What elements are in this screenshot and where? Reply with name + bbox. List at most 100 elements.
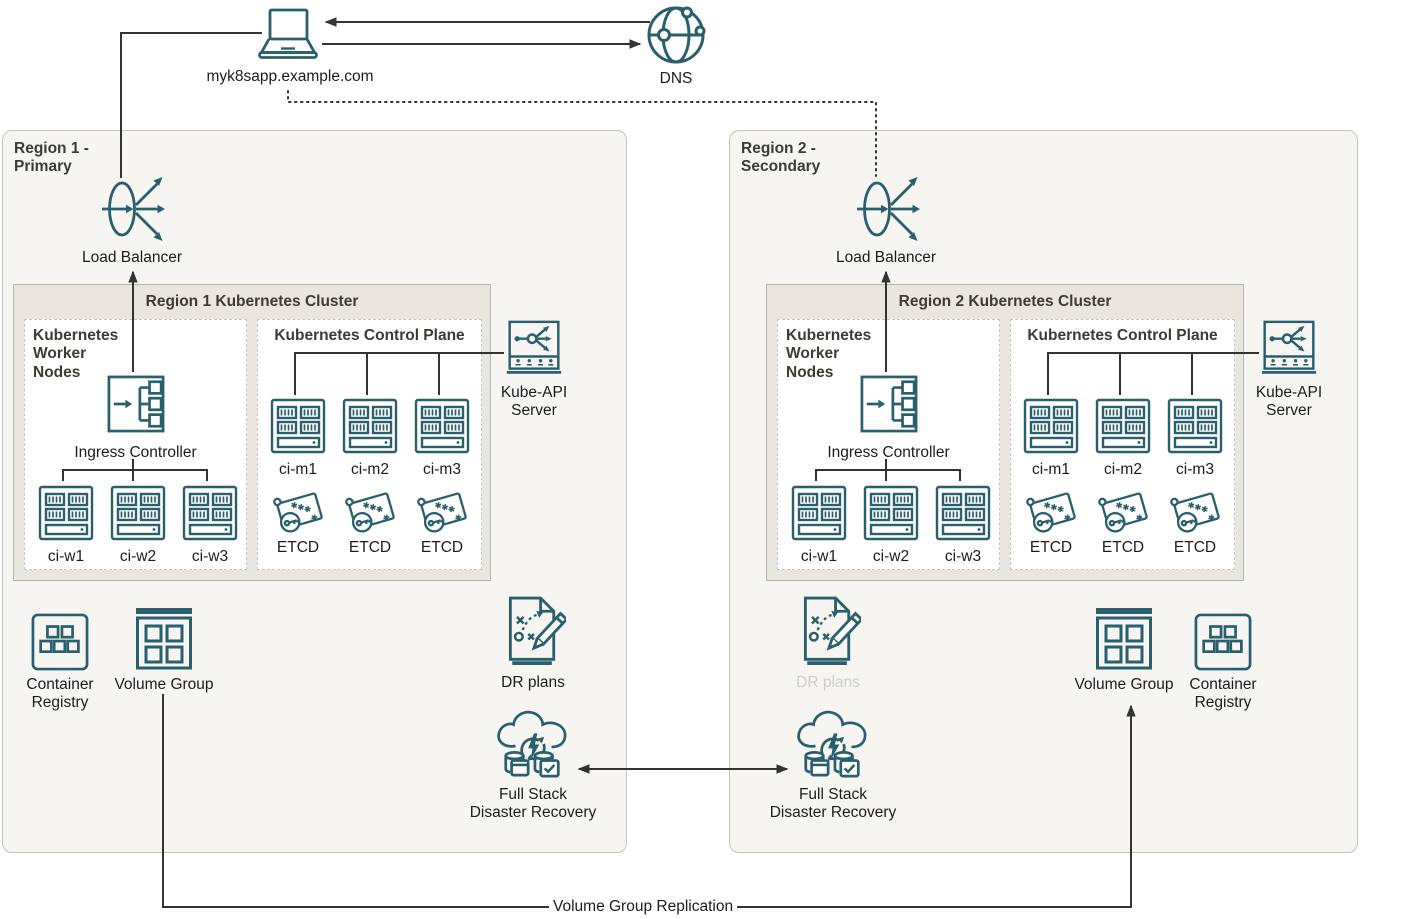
etcd-key-tag-icon: [1024, 486, 1078, 536]
worker-title-l2: Worker: [33, 345, 87, 363]
full-stack-dr-label: Full Stack Disaster Recovery: [770, 786, 897, 823]
server-icon: [38, 485, 94, 541]
etcd-key-tag-icon: [1096, 486, 1150, 536]
kube-api-server-label: Kube-API Server: [1256, 384, 1322, 421]
server-icon: [414, 398, 470, 454]
region-1-title-line1: Region 1 -: [14, 140, 89, 157]
worker-node: ci-w1: [36, 485, 96, 566]
container-registry-label: Container Registry: [26, 676, 93, 713]
dr-plans-label: DR plans: [501, 674, 565, 691]
container-registry-label: Container Registry: [1189, 676, 1256, 713]
load-balancer-icon: [100, 169, 180, 249]
dr-plans: DR plans: [458, 595, 608, 692]
kube-api-label-l1: Kube-API: [1255, 384, 1323, 401]
volume-group-label: Volume Group: [1074, 676, 1174, 693]
worker-title-l1: Kubernetes: [33, 327, 119, 344]
kube-api-label-l2: Server: [511, 402, 557, 420]
etcd-label: ETCD: [1173, 539, 1217, 557]
dr-plans-icon: [500, 595, 566, 669]
server-icon: [791, 485, 847, 541]
worker-nodes-panel: Kubernetes Worker Nodes Ingress Controll…: [24, 319, 247, 570]
region-2-title-line2: Secondary: [741, 158, 821, 176]
worker-node-label: ci-w3: [944, 548, 982, 565]
server-icon: [182, 485, 238, 541]
master-node: ci-m1 ETCD: [1021, 398, 1081, 558]
ingress-controller-icon: [107, 375, 165, 433]
kube-api-label-l1: Kube-API: [500, 384, 568, 401]
volume-group-label: Volume Group: [114, 676, 214, 693]
worker-node-label: ci-w2: [119, 548, 157, 565]
worker-panel-title: Kubernetes Worker Nodes: [33, 327, 118, 382]
master-node-label: ci-m2: [1104, 461, 1142, 478]
registry-label-l2: Registry: [31, 694, 89, 712]
full-stack-disaster-recovery: Full Stack Disaster Recovery: [758, 709, 908, 823]
worker-panel-title: Kubernetes Worker Nodes: [786, 327, 871, 382]
region-2-title-line1: Region 2 -: [741, 140, 816, 157]
region-2-title: Region 2 - Secondary: [741, 140, 820, 177]
client-hostname-label: myk8sapp.example.com: [206, 68, 374, 85]
ingress-controller-label: Ingress Controller: [74, 444, 197, 461]
ingress-controller-icon: [860, 375, 918, 433]
worker-node-label: ci-w1: [800, 548, 838, 565]
server-icon: [863, 485, 919, 541]
worker-node: ci-w2: [108, 485, 168, 566]
etcd-key-tag-icon: [1168, 486, 1222, 536]
container-registry: Container Registry: [0, 613, 135, 713]
worker-title-l3: Nodes: [33, 363, 81, 381]
worker-node-label: ci-w1: [47, 548, 85, 565]
master-node-label: ci-m2: [351, 461, 389, 478]
master-node: ci-m1 ETCD: [268, 398, 328, 558]
load-balancer-label: Load Balancer: [836, 249, 936, 266]
cluster-2-title: Region 2 Kubernetes Cluster: [898, 293, 1112, 310]
full-stack-dr-icon: [795, 709, 871, 781]
region-1-kubernetes-cluster-box: Region 1 Kubernetes Cluster Kubernetes W…: [13, 284, 491, 581]
fsdr-label-l2: Disaster Recovery: [769, 804, 897, 822]
etcd-key-tag-icon: [271, 486, 325, 536]
laptop-icon: [256, 8, 320, 62]
master-node: ci-m3 ETCD: [1165, 398, 1225, 558]
master-node-label: ci-m3: [423, 461, 461, 478]
load-balancer-icon: [855, 169, 935, 249]
kube-api-server-icon: [505, 319, 563, 379]
server-icon: [270, 398, 326, 454]
server-icon: [1167, 398, 1223, 454]
container-registry-icon: [31, 613, 89, 671]
master-node: ci-m2 ETCD: [1093, 398, 1153, 558]
load-balancer-label: Load Balancer: [82, 249, 182, 266]
container-registry-icon: [1194, 613, 1252, 671]
region-2-kubernetes-cluster-box: Region 2 Kubernetes Cluster Kubernetes W…: [766, 284, 1244, 581]
control-plane-title: Kubernetes Control Plane: [1027, 327, 1218, 344]
volume-group: Volume Group: [1049, 607, 1199, 694]
server-icon: [935, 485, 991, 541]
dr-plans-label: DR plans: [796, 674, 860, 691]
etcd-label: ETCD: [348, 539, 392, 557]
master-node-label: ci-m3: [1176, 461, 1214, 478]
volume-group-replication-label: Volume Group Replication: [549, 898, 738, 917]
fsdr-label-l2: Disaster Recovery: [469, 804, 597, 822]
etcd-label: ETCD: [420, 539, 464, 557]
etcd-label: ETCD: [1101, 539, 1145, 557]
volume-group-icon: [133, 607, 195, 671]
control-plane-title: Kubernetes Control Plane: [274, 327, 465, 344]
fsdr-label-l1: Full Stack: [798, 786, 868, 803]
kube-api-label-l2: Server: [1266, 402, 1312, 420]
dr-plans-icon: [795, 595, 861, 669]
worker-title-l1: Kubernetes: [786, 327, 872, 344]
region-1-title: Region 1 - Primary: [14, 140, 89, 177]
ingress-controller-label: Ingress Controller: [827, 444, 950, 461]
registry-label-l2: Registry: [1194, 694, 1252, 712]
worker-title-l2: Worker: [786, 345, 840, 363]
registry-label-l1: Container: [26, 676, 94, 693]
region-2-secondary-box: Region 2 - Secondary Load Balancer Regio…: [729, 130, 1358, 853]
dns-label: DNS: [659, 70, 693, 87]
container-registry: Container Registry: [1148, 613, 1298, 713]
server-icon: [342, 398, 398, 454]
worker-node-label: ci-w3: [191, 548, 229, 565]
kube-api-server-icon: [1260, 319, 1318, 379]
kube-api-server: Kube-API Server: [1229, 319, 1349, 421]
etcd-key-tag-icon: [415, 486, 469, 536]
dns-globe-icon: [645, 4, 707, 66]
etcd-label: ETCD: [276, 539, 320, 557]
control-plane-panel: Kubernetes Control Plane ci-m1 ETCD ci-m…: [1010, 319, 1235, 570]
region-1-title-line2: Primary: [14, 158, 72, 176]
